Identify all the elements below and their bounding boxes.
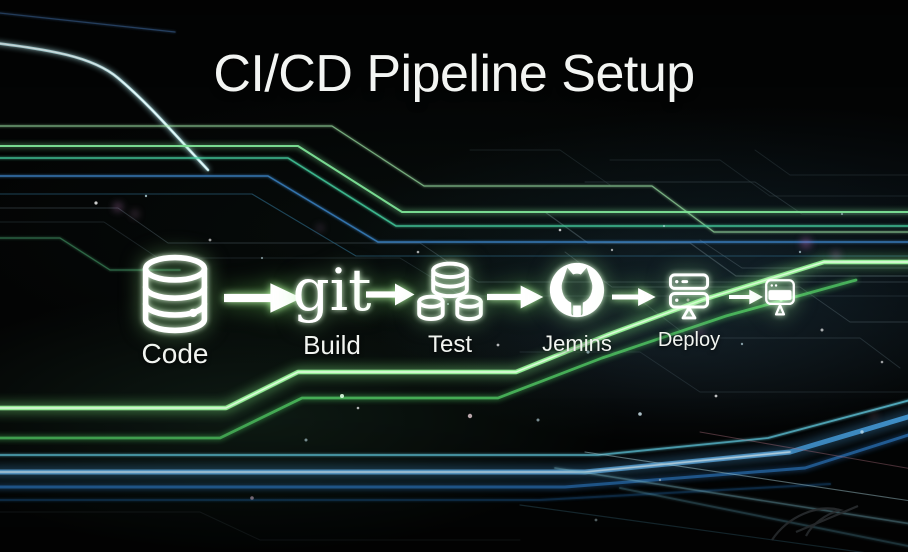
magenta-glows [114,203,877,419]
database-icon [130,252,220,336]
pipeline-stage-build: git Build [292,256,372,361]
pipeline-stage-monitor [756,274,804,322]
flow-arrow-3 [487,283,545,311]
pipeline-stage-deploy: Deploy [656,268,722,352]
gray-traces [0,149,908,541]
diagonal-streaks [519,431,908,552]
stage-label-code: Code [141,338,209,369]
watermark-squiggle [771,504,859,541]
flow-arrow-2 [366,281,416,308]
git-logo: git [292,256,372,324]
stage-label-build: Build [303,330,361,360]
glow-bands [0,259,908,501]
page-title: CI/CD Pipeline Setup [213,45,695,103]
database-stack-icon [414,258,486,323]
pipeline-stage-code: Code [128,252,222,370]
stage-label-jemins: Jemins [542,331,612,356]
stage-label-deploy: Deploy [657,329,721,351]
server-icon [662,268,716,324]
pipeline-stage-jemins: Jemins [542,260,612,357]
particles [94,194,884,522]
octocat-icon [546,260,608,322]
monitor-icon [759,274,801,322]
pipeline-stage-test: Test [412,258,488,359]
stage-label-test: Test [427,331,472,358]
flow-arrow-4 [612,286,657,308]
upper-glow-lines [0,12,908,271]
